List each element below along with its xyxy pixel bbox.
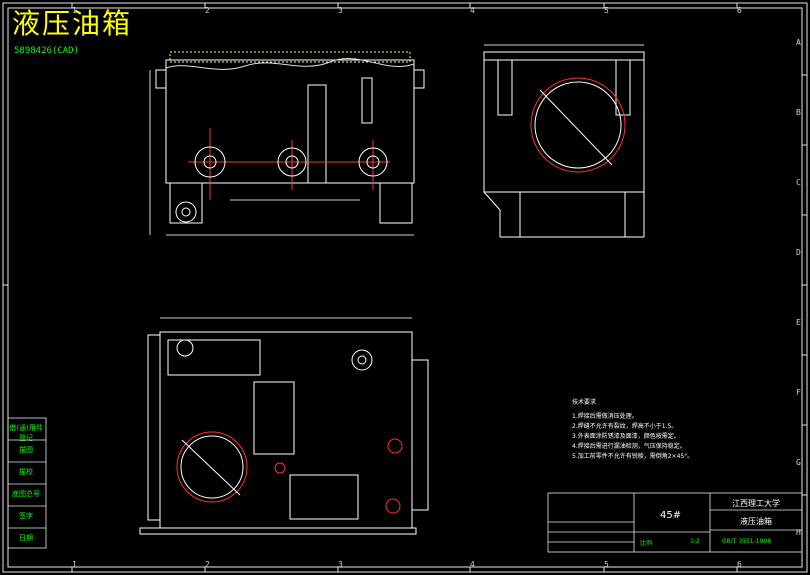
grid-row-h: H [796,528,801,537]
grid-col-4-bottom: 4 [470,560,475,569]
grid-col-2-bottom: 2 [205,560,210,569]
register-label: 日期 [19,534,33,542]
front-view-circles [175,146,388,223]
register-label: 底图总号 [12,490,40,498]
grid-col-1: 1 [72,6,77,15]
grid-row-f: F [796,388,801,397]
technical-notes: 技术要求 1.焊接后需做消压处理。 2.焊缝不允许有裂纹，焊高不小于1.5。 3… [572,398,693,462]
grid-col-3-bottom: 3 [338,560,343,569]
grid-col-6: 6 [737,6,742,15]
grid-col-3: 3 [338,6,343,15]
register-strip [7,417,47,549]
title-block-drawing-number: GB/T 3951-1998 [722,538,772,545]
side-view [483,44,645,238]
technical-notes-heading: 技术要求 [572,399,597,406]
plan-view-ports [176,339,403,514]
grid-row-b: B [796,108,801,117]
title-block-school: 江西理工大学 [732,499,780,508]
title-block-scale: 1:2 [690,538,700,545]
grid-col-4: 4 [470,6,475,15]
grid-row-a: A [796,38,801,47]
grid-col-6-bottom: 6 [737,560,742,569]
side-view-flange [530,77,626,173]
register-label: 签字 [19,512,33,520]
plan-view [139,317,429,535]
grid-row-c: C [796,178,801,187]
title-block-scale-label: 比例 [640,540,653,547]
register-label: 描校 [19,468,33,476]
register-label: 描图 [19,446,33,454]
register-label: 借(通)用件登记 [9,424,43,442]
drawing-title: 液压油箱 [12,7,133,40]
title-block [547,492,803,553]
grid-row-d: D [796,248,801,257]
drawing-subtitle: 5898426(CAD) [14,46,80,56]
front-view-ports [188,128,390,200]
grid-row-e: E [796,318,801,327]
front-view [149,51,425,236]
grid-row-g: G [796,458,801,467]
title-block-part-name: 液压油箱 [740,517,772,526]
technical-note: 5.加工前零件不允许有锐棱，需倒角2×45°。 [572,453,694,460]
title-block-material: 45# [660,510,682,521]
grid-col-1-bottom: 1 [72,560,77,569]
technical-note: 4.焊接后需进行漏油检测，气压保持稳定。 [572,443,686,450]
grid-col-5-bottom: 5 [604,560,609,569]
grid-col-2: 2 [205,6,210,15]
technical-note: 2.焊缝不允许有裂纹，焊高不小于1.5。 [572,423,678,430]
technical-note: 1.焊接后需做消压处理。 [572,413,638,420]
grid-col-5: 5 [604,6,609,15]
technical-note: 3.外表面涂防锈漆及面漆，颜色按需定。 [572,433,680,440]
